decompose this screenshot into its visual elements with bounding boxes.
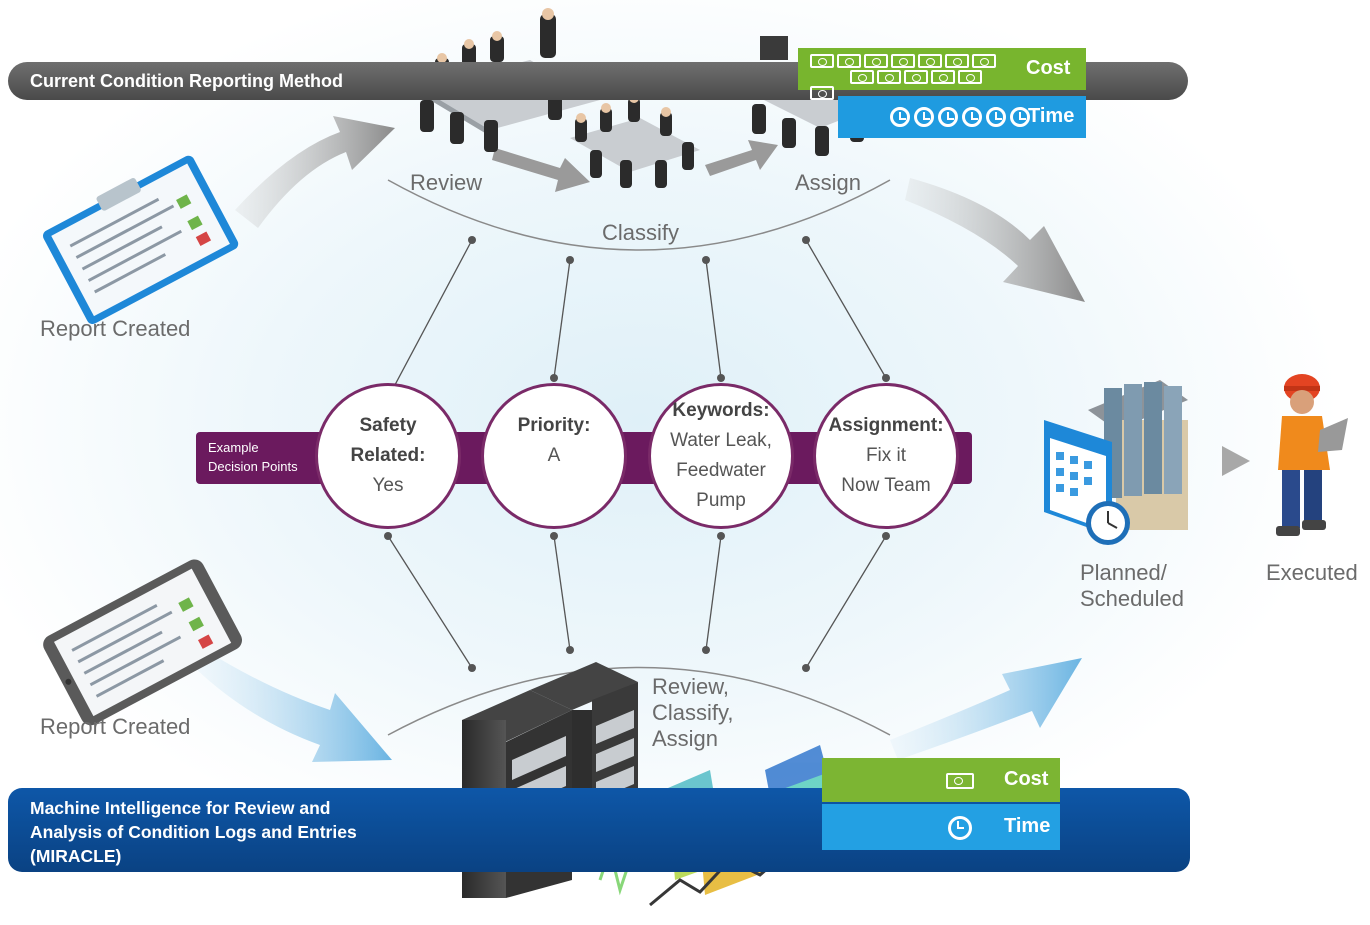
time-label-top: Time	[1028, 105, 1075, 127]
top-connector-dots	[468, 236, 810, 264]
caption-line-1: Example	[208, 440, 259, 455]
decision-circle-priority: Priority: A	[481, 383, 627, 529]
label-executed: Executed	[1266, 560, 1358, 585]
label-classify: Classify	[602, 220, 680, 245]
money-icon	[891, 54, 915, 68]
circle-key: Priority:	[517, 415, 591, 436]
top-connector-lines	[387, 239, 887, 399]
rca-line-2: Classify,	[652, 700, 734, 725]
cost-label-bottom: Cost	[1004, 768, 1049, 790]
label-planned-scheduled: Planned/ Scheduled	[1080, 560, 1184, 612]
money-icon	[946, 773, 974, 789]
label-review: Review	[410, 170, 483, 195]
clock-icon	[890, 107, 910, 127]
top-arc	[387, 179, 891, 251]
money-icon	[958, 70, 982, 84]
clock-icon	[1010, 107, 1030, 127]
circle-value: Now Team	[841, 475, 931, 496]
circle-key: Safety	[359, 415, 417, 436]
clipboard-icon	[43, 155, 239, 325]
money-icon	[945, 54, 969, 68]
arrow-miracle-to-planned	[890, 658, 1082, 760]
money-icon	[810, 86, 834, 100]
cost-bar-bottom: Cost	[822, 758, 1060, 802]
arrow-assign-to-planned	[905, 178, 1085, 302]
caption-line-2: Decision Points	[208, 459, 298, 474]
money-icon	[810, 54, 834, 68]
label-assign: Assign	[795, 170, 862, 195]
money-icon	[837, 54, 861, 68]
tablet-icon	[43, 559, 242, 726]
clock-icon	[986, 107, 1006, 127]
time-bar-top: Time	[838, 96, 1086, 138]
money-icon	[904, 70, 928, 84]
meeting-table-icon-classify	[570, 93, 700, 188]
bottom-connector-dots	[384, 374, 890, 672]
circle-key: Assignment:	[828, 415, 944, 436]
circle-key: Keywords:	[672, 400, 770, 421]
arrow-classify-to-assign	[705, 140, 778, 176]
arrow-planned-to-executed	[1222, 446, 1250, 476]
circle-value: Water Leak,	[670, 430, 772, 451]
money-icon	[931, 70, 955, 84]
arrow-report-to-review	[235, 116, 395, 228]
clock-icon	[962, 107, 982, 127]
planned-line-1: Planned/	[1080, 560, 1167, 585]
circle-key: Related:	[350, 445, 426, 466]
binders-icon	[1088, 380, 1188, 530]
money-icon	[877, 70, 901, 84]
money-icon	[864, 54, 888, 68]
clock-icon	[948, 816, 972, 840]
money-icon	[918, 54, 942, 68]
time-label-bottom: Time	[1004, 815, 1051, 837]
label-report-created-bottom: Report Created	[40, 714, 191, 739]
label-review-classify-assign: Review, Classify, Assign	[652, 674, 734, 752]
money-icons-top	[810, 54, 1010, 100]
clock-icon	[938, 107, 958, 127]
clock-icon-calendar	[1086, 501, 1130, 545]
money-icon	[972, 54, 996, 68]
rca-line-1: Review,	[652, 674, 730, 699]
current-method-title: Current Condition Reporting Method	[30, 71, 343, 91]
clock-icons-top	[890, 107, 1034, 127]
bottom-connector-lines	[387, 535, 887, 669]
circle-value: Feedwater	[676, 460, 766, 481]
time-bar-bottom: Time	[822, 804, 1060, 850]
decision-circle-safety: Safety Related: Yes	[315, 383, 461, 529]
worker-icon	[1276, 374, 1348, 536]
miracle-title-line-3: (MIRACLE)	[30, 846, 122, 866]
decision-circle-assignment: Assignment: Fix it Now Team	[813, 383, 959, 529]
money-icon	[850, 70, 874, 84]
decision-points-caption: Example Decision Points	[208, 438, 298, 476]
cost-bar-top: Cost	[798, 48, 1086, 100]
decision-circle-keywords: Keywords: Water Leak, Feedwater Pump	[648, 383, 794, 529]
bottom-arc	[387, 666, 891, 736]
circle-value: A	[547, 445, 561, 466]
clock-icon	[914, 107, 934, 127]
miracle-title: Machine Intelligence for Review and Anal…	[30, 796, 410, 868]
cost-label-top: Cost	[1026, 57, 1071, 79]
arrow-review-to-classify	[492, 148, 590, 192]
label-report-created-top: Report Created	[40, 316, 191, 341]
circle-value: Yes	[372, 475, 404, 496]
arrow-tablet-to-miracle	[195, 650, 392, 762]
rca-line-3: Assign	[652, 726, 719, 751]
planned-line-2: Scheduled	[1080, 586, 1184, 611]
miracle-title-line-1: Machine Intelligence for Review and	[30, 798, 331, 818]
circle-value: Fix it	[865, 445, 907, 466]
miracle-title-line-2: Analysis of Condition Logs and Entries	[30, 822, 357, 842]
circle-value: Pump	[696, 490, 746, 511]
